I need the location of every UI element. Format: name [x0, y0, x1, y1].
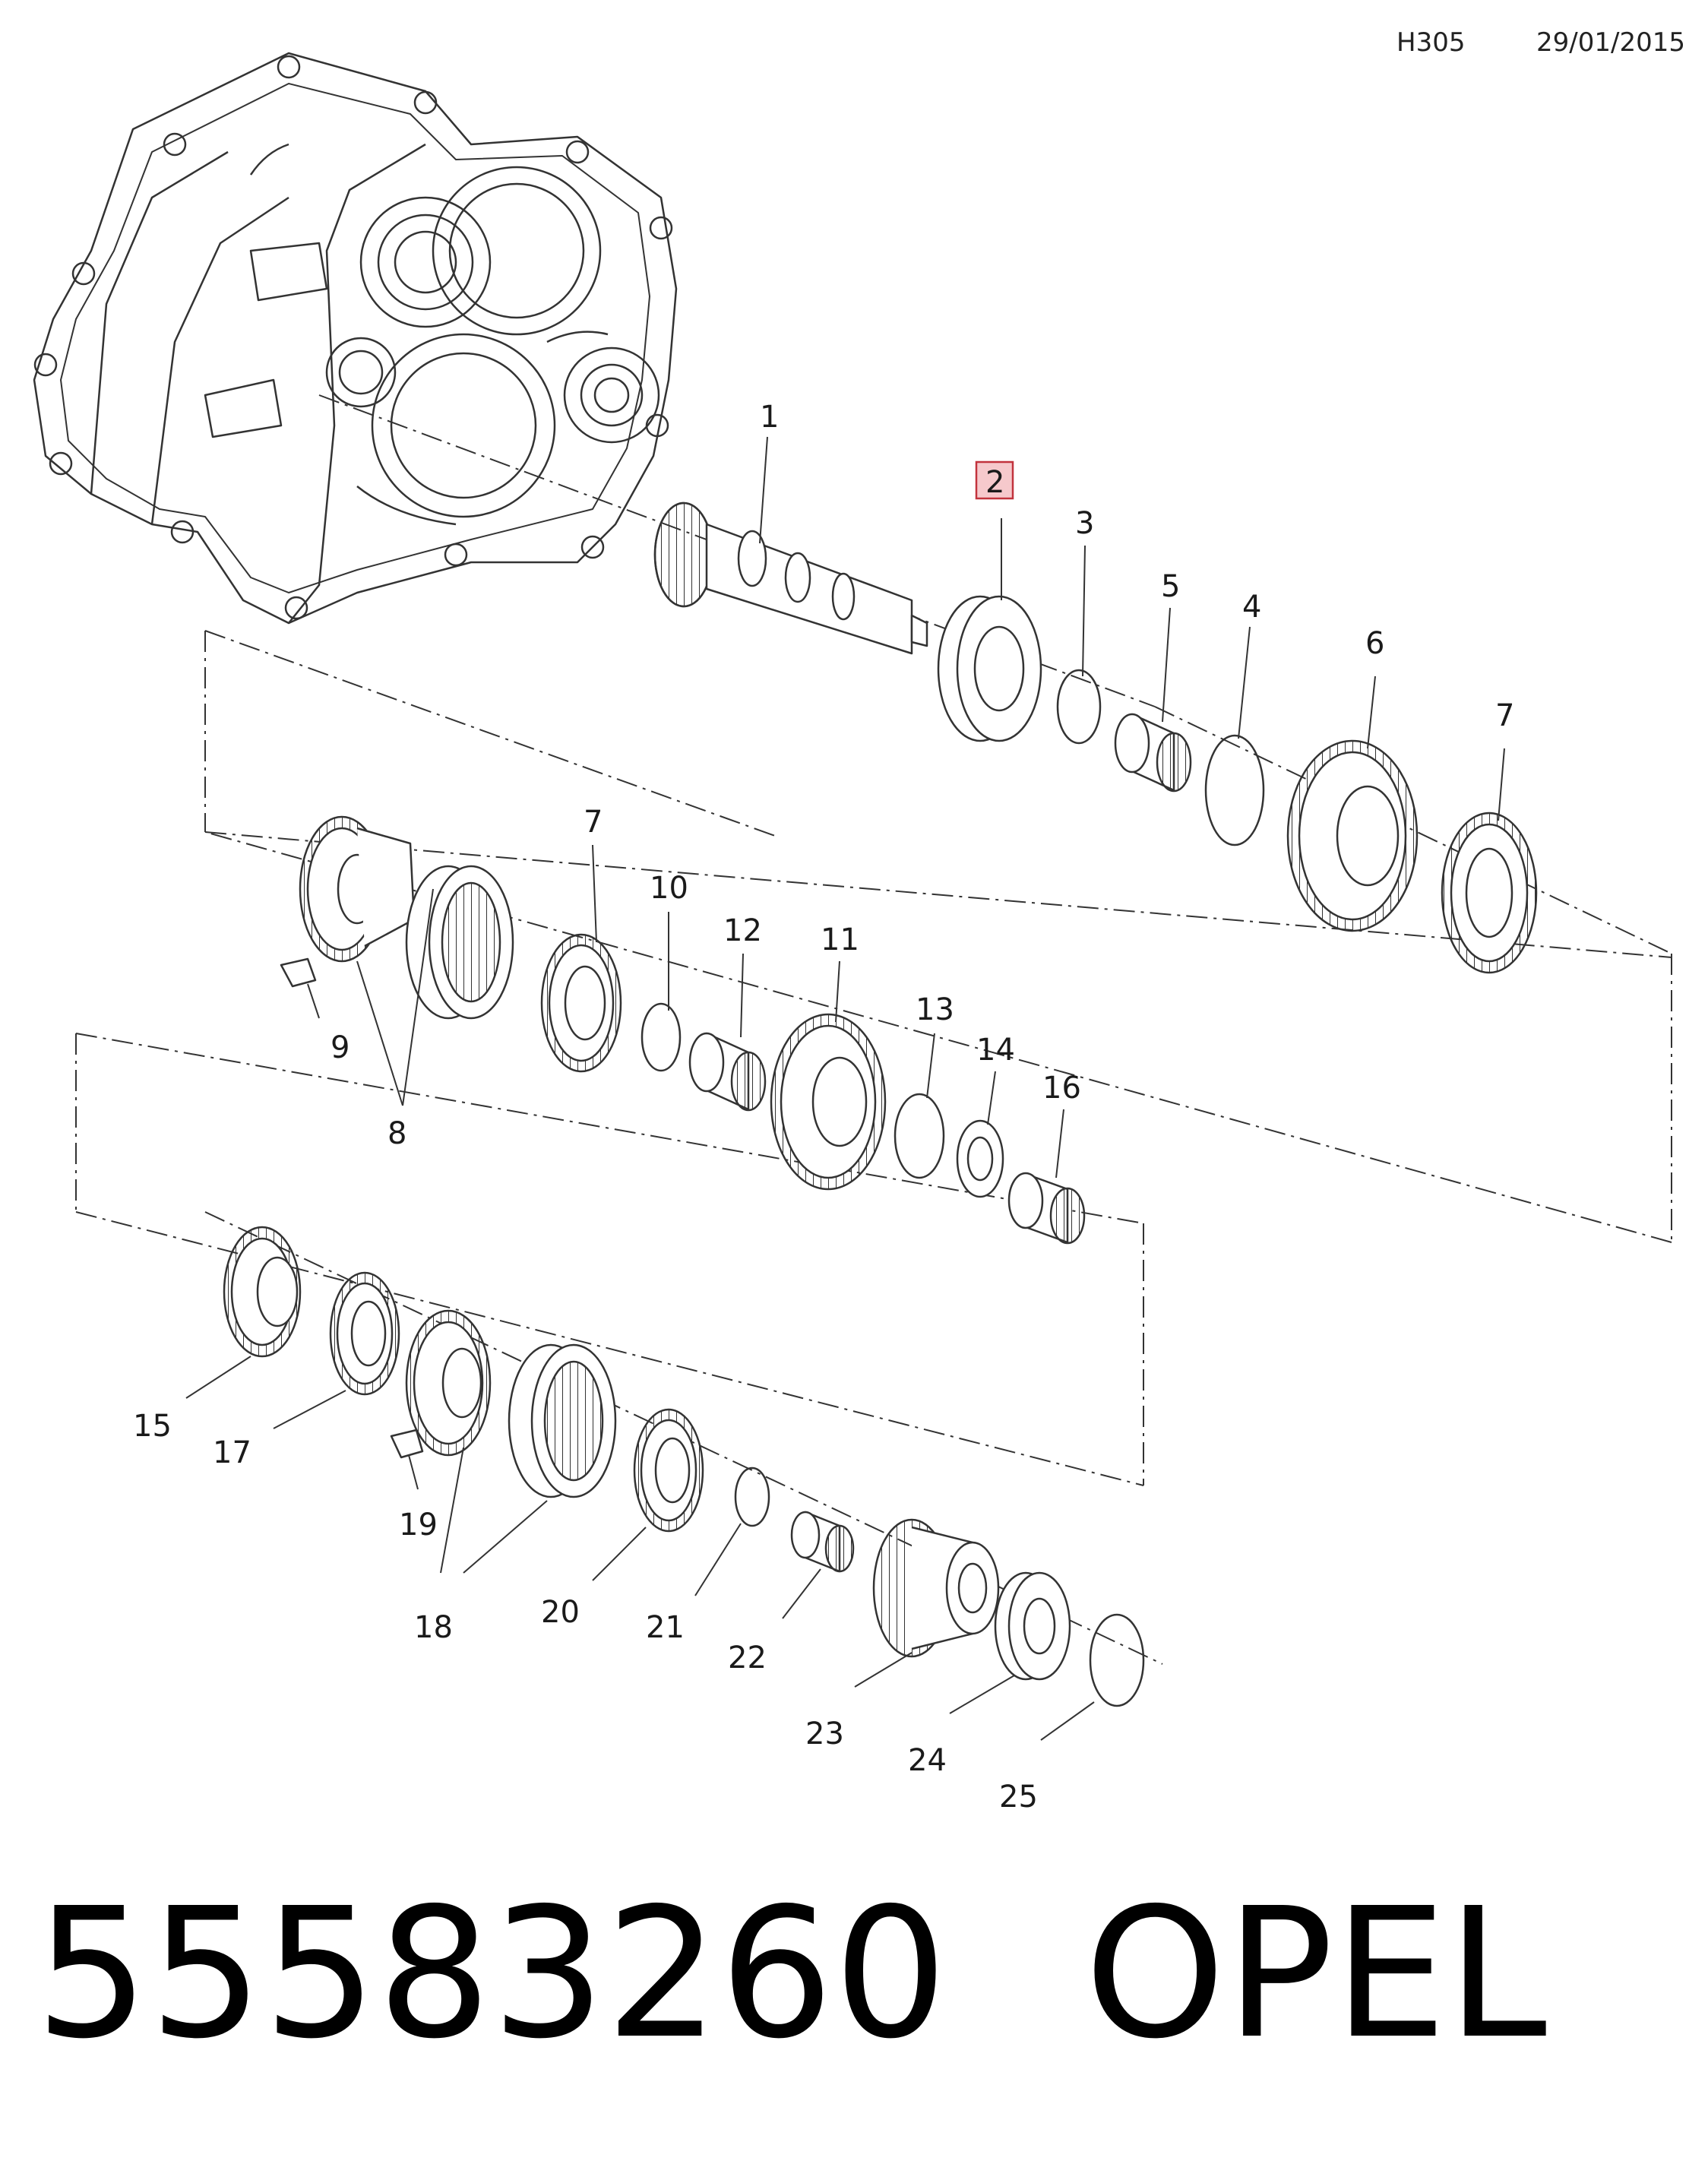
part-19-key: [390, 1429, 424, 1459]
part-11-gear: [770, 1013, 887, 1191]
callout-labels: 1 2 3 5 4 6 7 7 10 12 11 13 14 16 9 8 15…: [133, 400, 1514, 1815]
diagram-date: 29/01/2015: [1536, 27, 1685, 58]
part-17-synchro-ring: [329, 1271, 400, 1396]
part-7-synchro-ring-center: [540, 933, 622, 1073]
callout-20: 20: [541, 1595, 580, 1630]
callout-22: 22: [728, 1641, 767, 1675]
callout-14: 14: [976, 1033, 1015, 1068]
callout-12: 12: [723, 913, 762, 948]
callout-21: 21: [646, 1610, 685, 1645]
part-6-gear: [1286, 739, 1419, 932]
part-18-sleeve: [508, 1343, 617, 1498]
part-18-synchro-hub: [405, 1309, 492, 1457]
part-12-needle-bearing: [688, 1032, 767, 1112]
callout-24: 24: [908, 1743, 947, 1778]
callout-13: 13: [916, 992, 954, 1027]
callout-7-right: 7: [1495, 698, 1514, 733]
part-22-needle-bearing: [790, 1511, 855, 1573]
part-13-ring: [894, 1093, 945, 1179]
part-7-synchro-ring-right: [1441, 812, 1538, 974]
callout-1: 1: [760, 400, 779, 435]
part-16-needle-bearing: [1007, 1172, 1086, 1245]
part-23-gear: [872, 1518, 1000, 1658]
callout-8: 8: [387, 1116, 406, 1151]
callout-15: 15: [133, 1409, 172, 1444]
part-15-gear-ring: [223, 1226, 302, 1358]
callout-2: 2: [985, 465, 1004, 500]
part-4-ring: [1204, 734, 1265, 846]
callout-4: 4: [1242, 590, 1261, 625]
part-24-bearing: [994, 1571, 1071, 1681]
part-9-key: [280, 957, 317, 988]
callout-19: 19: [399, 1508, 438, 1542]
part-14-washer: [956, 1119, 1004, 1198]
part-20-synchro-ring: [633, 1408, 704, 1533]
callout-2-highlight: [975, 460, 1014, 500]
callout-18: 18: [414, 1610, 453, 1645]
gearbox-housing: [33, 52, 678, 625]
callout-25: 25: [999, 1780, 1038, 1815]
part-3-snap-ring: [1056, 669, 1102, 745]
part-1-input-shaft: [653, 501, 928, 655]
part-25-snap-ring: [1089, 1613, 1145, 1707]
callout-9: 9: [331, 1030, 350, 1065]
diagram-code: H305: [1396, 27, 1466, 58]
callout-5: 5: [1161, 569, 1180, 604]
callout-11: 11: [821, 922, 859, 957]
callout-16: 16: [1042, 1071, 1081, 1106]
part-5-needle-bearing: [1114, 713, 1192, 793]
leader-lines: [185, 436, 1505, 1741]
part-8-sleeve: [405, 865, 514, 1020]
part-2-bearing: [937, 595, 1042, 742]
part-8-synchro-hub: [299, 815, 416, 963]
brand-name: OPEL: [1084, 1869, 1547, 2078]
part-number: 55583260: [35, 1869, 948, 2078]
callout-17: 17: [213, 1435, 251, 1470]
part-21-snap-ring: [734, 1467, 770, 1527]
callout-7-center: 7: [584, 805, 603, 840]
callout-6: 6: [1365, 626, 1384, 661]
callout-23: 23: [805, 1716, 844, 1751]
callout-10: 10: [650, 871, 688, 906]
callout-3: 3: [1075, 506, 1094, 541]
part-10-snap-ring: [640, 1002, 682, 1072]
